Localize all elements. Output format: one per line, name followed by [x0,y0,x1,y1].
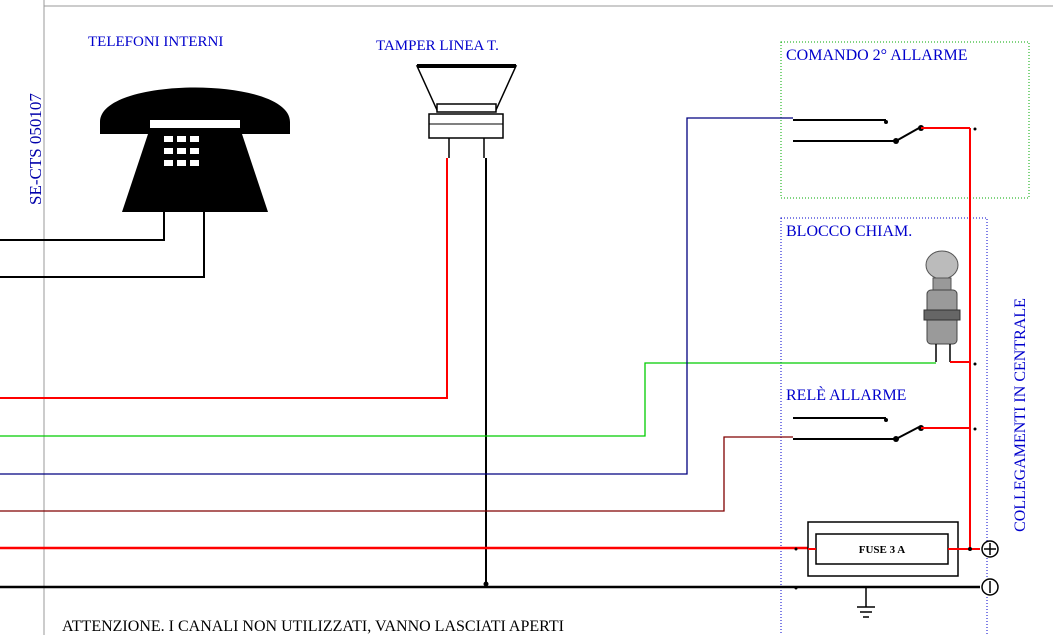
document-code: SE-CTS 050107 [26,93,45,205]
phone-wire-1 [0,212,165,241]
fuse [807,521,980,577]
tamper-red-wire [0,158,448,399]
junction-dot [794,547,798,551]
junction-dot [973,362,977,366]
tamper-label: TAMPER LINEA T. [376,38,499,54]
phone-wire-2 [0,212,205,278]
telephone-icon [100,87,290,212]
junction-dot [794,586,798,590]
command-alarm-label: COMANDO 2° ALLARME [786,47,968,64]
ground-icon [857,588,875,618]
blue-wire [0,117,793,475]
central-connections-label: COLLEGAMENTI IN CENTRALE [1012,298,1029,532]
command-relay-switch [793,119,977,144]
fuse-label: FUSE 3 A [859,544,906,556]
command-alarm-box [780,41,1030,199]
key-switch-icon [923,250,961,362]
plus-terminal-icon [981,540,999,558]
junction-dot [483,581,489,587]
alarm-relay-switch [793,417,977,442]
warning-note: ATTENZIONE. I CANALI NON UTILIZZATI, VAN… [62,618,564,635]
green-wire [0,362,936,437]
brown-wire [0,436,793,512]
tamper-siren-icon [415,64,518,158]
call-block-label: BLOCCO CHIAM. [786,223,913,240]
phones-label: TELEFONI INTERNI [88,34,224,50]
junction-dot [968,547,972,551]
central-connections-box [780,217,988,635]
alarm-relay-label: RELÈ ALLARME [786,387,907,404]
minus-terminal-icon [981,578,999,596]
